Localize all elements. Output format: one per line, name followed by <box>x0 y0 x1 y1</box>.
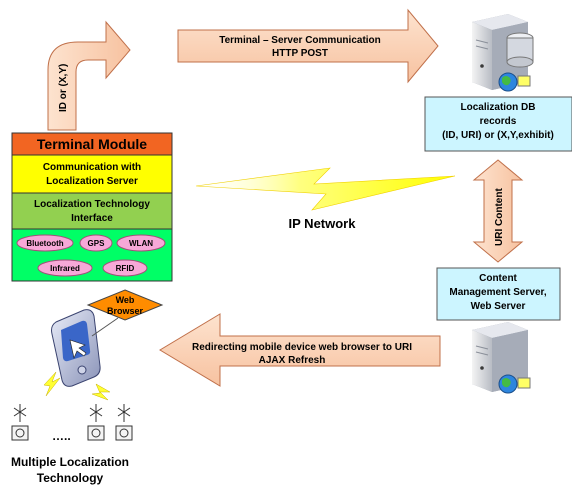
tag-wlan: WLAN <box>116 234 166 252</box>
localization-db-server-icon <box>472 14 534 92</box>
svg-text:Bluetooth: Bluetooth <box>26 239 63 248</box>
uri-content-arrow: URI Content <box>472 159 524 263</box>
svg-text:Infrared: Infrared <box>50 264 80 273</box>
svg-text:WLAN: WLAN <box>129 239 153 248</box>
terminal-server-label-1: Terminal – Server Communication <box>219 35 381 46</box>
redirect-label-1: Redirecting mobile device web browser to… <box>192 342 412 353</box>
web-browser-badge: Web Browser <box>86 289 164 321</box>
tag-rfid: RFID <box>102 259 148 277</box>
content-server-box: Content Management Server, Web Server <box>436 267 561 321</box>
ip-network-lightning: IP Network <box>195 167 456 231</box>
svg-text:RFID: RFID <box>116 264 135 273</box>
localization-db-line-3: (ID, URI) or (X,Y,exhibit) <box>442 130 554 141</box>
tech-layer <box>11 192 173 230</box>
sensor-3 <box>115 404 133 441</box>
localization-db-line-1: Localization DB <box>460 102 535 113</box>
localization-db-line-2: records <box>480 116 517 127</box>
redirect-arrow: Redirecting mobile device web browser to… <box>159 313 441 387</box>
localization-db-box: Localization DB records (ID, URI) or (X,… <box>424 96 572 152</box>
uri-content-label: URI Content <box>494 188 505 246</box>
multiple-localization-line-1: Multiple Localization <box>11 455 129 469</box>
tag-gps: GPS <box>79 234 113 252</box>
web-browser-line-2: Browser <box>107 306 144 316</box>
web-browser-line-1: Web <box>116 295 135 305</box>
sensor-1 <box>11 404 29 441</box>
content-server-icon <box>472 322 531 394</box>
terminal-module: Terminal Module Communication with Local… <box>11 132 173 282</box>
tag-infrared: Infrared <box>37 259 93 277</box>
svg-text:GPS: GPS <box>88 239 106 248</box>
multiple-localization-line-2: Technology <box>37 471 104 485</box>
terminal-server-arrow: Terminal – Server Communication HTTP POS… <box>177 8 439 84</box>
sensor-dots: ….. <box>52 429 71 443</box>
content-server-line-3: Web Server <box>471 301 526 312</box>
redirect-label-2: AJAX Refresh <box>259 355 326 366</box>
terminal-server-label-2: HTTP POST <box>272 48 328 59</box>
id-arrow: ID or (X,Y) <box>47 20 131 131</box>
mobile-device-icon <box>51 309 119 387</box>
comm-layer <box>11 154 173 194</box>
tech-layer-line-2: Interface <box>71 213 113 224</box>
id-arrow-label: ID or (X,Y) <box>58 64 69 112</box>
content-server-line-2: Management Server, <box>449 287 546 298</box>
phone-signal-lightning <box>43 371 111 401</box>
comm-layer-line-1: Communication with <box>43 162 141 173</box>
ip-network-label: IP Network <box>289 216 357 231</box>
comm-layer-line-2: Localization Server <box>46 176 138 187</box>
tech-layer-line-1: Localization Technology <box>34 199 150 210</box>
tag-bluetooth: Bluetooth <box>16 234 74 252</box>
terminal-module-title: Terminal Module <box>37 136 147 152</box>
sensor-2 <box>87 404 105 441</box>
content-server-line-1: Content <box>479 273 517 284</box>
